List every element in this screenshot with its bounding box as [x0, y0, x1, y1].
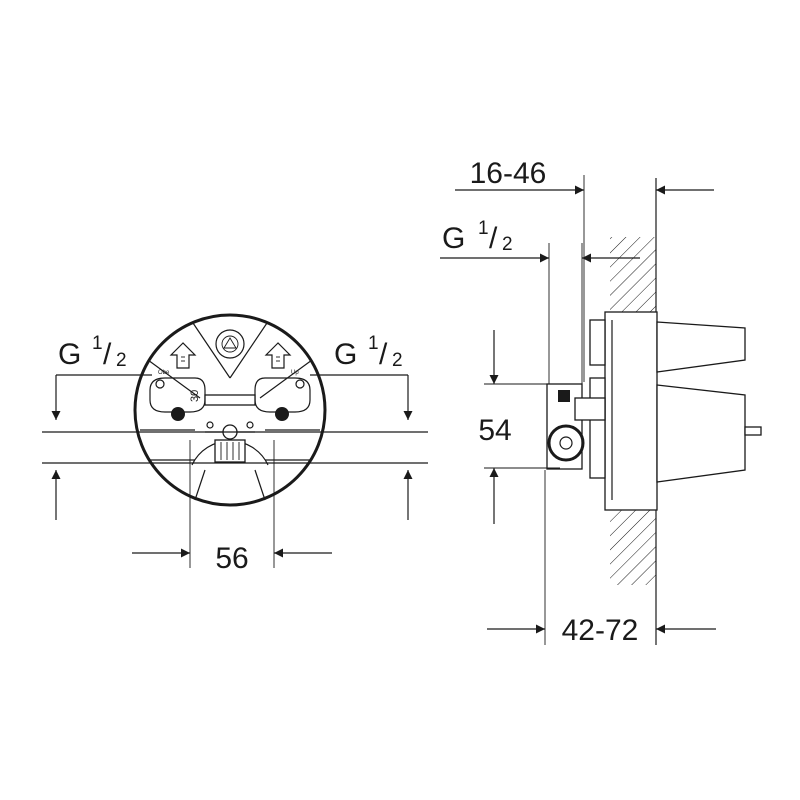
valve-housing	[546, 311, 658, 511]
thread-left-numerator: 1	[92, 333, 103, 354]
thread-label-left: G 1 / 2	[58, 333, 127, 371]
up-arrow-icon-left	[169, 342, 197, 369]
center-mechanism	[191, 394, 269, 466]
mounting-slot-right	[254, 377, 311, 421]
thread-right-numerator: 1	[368, 333, 379, 354]
thread-left-slash: /	[103, 338, 112, 371]
up-arrow-icon-right	[264, 342, 292, 369]
angle-marking: 30	[189, 390, 201, 402]
thread-right-main: G	[334, 338, 357, 371]
dimension-42-72: 42-72	[562, 614, 639, 647]
marking-right: Up	[291, 370, 299, 376]
thread-side-slash: /	[489, 222, 498, 255]
dimension-56: 56	[215, 542, 248, 575]
dimension-54: 54	[478, 414, 511, 447]
thread-left-main: G	[58, 338, 81, 371]
thread-side-main: G	[442, 222, 465, 255]
body-segment-lines	[140, 322, 320, 501]
thread-left-denominator: 2	[116, 350, 127, 371]
thread-right-slash: /	[379, 338, 388, 371]
recycle-icon	[215, 329, 245, 359]
front-view: Obe Up 30 G	[42, 313, 428, 575]
thread-label-right: G 1 / 2	[334, 333, 403, 371]
thread-side-numerator: 1	[478, 218, 489, 239]
marking-left: Obe	[158, 370, 170, 376]
thread-side-denominator: 2	[502, 234, 513, 255]
thread-right-denominator: 2	[392, 350, 403, 371]
dimension-16-46: 16-46	[470, 157, 547, 190]
wall-hatch-lower	[610, 510, 656, 585]
wall-hatch-upper	[610, 237, 656, 312]
pipe-connector	[547, 424, 585, 462]
thread-label-side: G 1 / 2	[442, 218, 513, 255]
side-view: 16-46 G 1 / 2 54 42-72	[440, 157, 762, 647]
cover-plate	[656, 321, 762, 483]
valve-body-circle	[133, 313, 327, 507]
